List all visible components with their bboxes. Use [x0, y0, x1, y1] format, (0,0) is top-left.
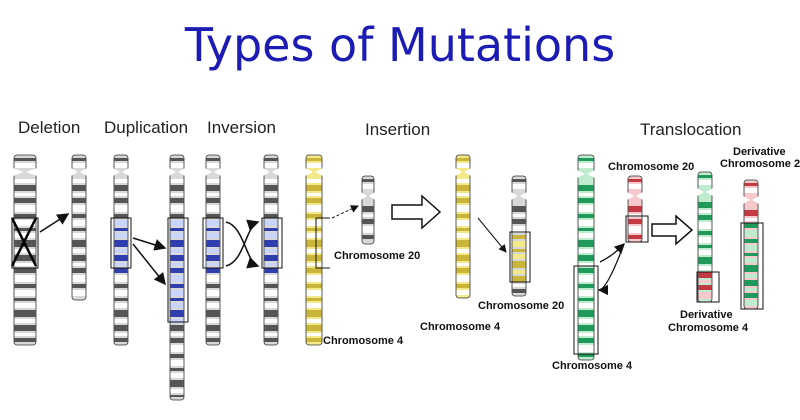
chromosome-insertion-result-chr4 [455, 154, 471, 299]
derivative-chr4-label-2: Chromosome 4 [668, 322, 749, 334]
translocation-arrow-down [597, 243, 625, 296]
chromosome-deletion-result [71, 154, 87, 301]
insertion-block-arrow [391, 194, 442, 230]
insertion-result-chr4-label: Chromosome 4 [420, 321, 501, 333]
chromosome-inversion-result [263, 154, 279, 346]
translocation-block-arrow [651, 214, 694, 246]
chromosome-insertion-chr20 [361, 175, 375, 245]
translocation-chr20-label: Chromosome 20 [608, 161, 694, 173]
inversion-box-result [261, 217, 283, 269]
insertion-chr20-label: Chromosome 20 [334, 250, 420, 262]
chromosome-deletion-original [13, 154, 37, 346]
section-label-insertion: Insertion [365, 120, 431, 139]
translocation-arrow-up [599, 243, 625, 263]
translocation-chr4-label: Chromosome 4 [552, 360, 633, 372]
inversion-arrow-2 [225, 219, 260, 267]
chromosome-translocation-chr4 [577, 154, 595, 361]
insertion-source-arrow [331, 205, 359, 219]
derivative-box-chr4 [696, 271, 720, 303]
chromosome-duplication-result [169, 154, 185, 401]
insertion-result-chr20-label: Chromosome 20 [478, 300, 564, 312]
derivative-chr4-label-1: Derivative [680, 309, 733, 321]
chromosome-translocation-chr20 [627, 175, 643, 243]
inversion-arrow-1 [225, 221, 260, 269]
duplication-box-source [110, 217, 132, 269]
derivative-chr20-label-1: Derivative [733, 146, 786, 158]
section-label-duplication: Duplication [104, 118, 189, 137]
deletion-mark [10, 217, 38, 267]
translocation-box-chr4 [573, 265, 599, 355]
translocation-box-chr20 [625, 215, 649, 243]
insertion-box-result [509, 231, 531, 283]
deletion-box [11, 217, 39, 269]
deletion-arrow [39, 213, 70, 233]
page-title: Types of Mutations [184, 18, 616, 72]
derivative-chr20-label-2: Chromosome 20 [720, 158, 800, 170]
chromosome-derivative-chr20 [743, 179, 759, 310]
insertion-target-arrow [477, 217, 507, 253]
duplication-arrow-1 [132, 237, 167, 251]
chromosome-group [13, 154, 759, 401]
chromosome-duplication-original [113, 154, 129, 346]
inversion-box-source [202, 217, 224, 269]
derivative-box-chr20 [740, 222, 764, 310]
section-label-translocation: Translocation [640, 120, 742, 139]
chromosome-insertion-chr4 [305, 154, 323, 346]
chromosome-insertion-result-chr20 [511, 175, 527, 297]
section-label-inversion: Inversion [207, 118, 276, 137]
duplication-arrow-2 [132, 243, 166, 286]
insertion-chr4-label: Chromosome 4 [323, 335, 404, 347]
section-label-deletion: Deletion [18, 118, 81, 137]
duplication-box-result [167, 217, 189, 323]
chromosome-inversion-original [205, 154, 221, 346]
chromosome-derivative-chr4 [697, 171, 713, 303]
